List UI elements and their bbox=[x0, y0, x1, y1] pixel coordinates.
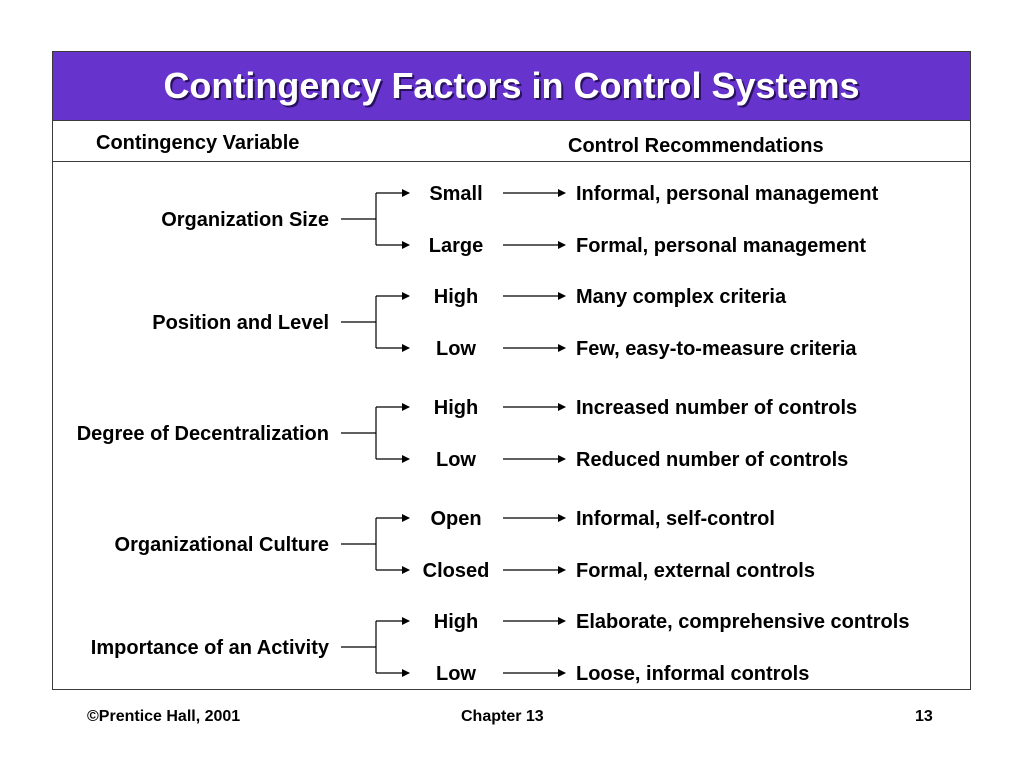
contingency-variable-label: Organizational Culture bbox=[115, 534, 329, 556]
control-recommendations-header: Control Recommendations bbox=[568, 135, 824, 157]
control-recommendation-label: Formal, personal management bbox=[576, 235, 866, 257]
title-bar: Contingency Factors in Control Systems bbox=[53, 52, 970, 121]
control-recommendation-label: Elaborate, comprehensive controls bbox=[576, 611, 909, 633]
level-label: High bbox=[434, 397, 478, 419]
slide-frame: Contingency Factors in Control Systems C… bbox=[52, 51, 971, 690]
level-label: Large bbox=[429, 235, 483, 257]
level-label: Closed bbox=[423, 560, 490, 582]
control-recommendation-label: Informal, personal management bbox=[576, 183, 879, 205]
footer-copyright: ©Prentice Hall, 2001 bbox=[87, 708, 241, 725]
level-label: High bbox=[434, 286, 478, 308]
slide-title: Contingency Factors in Control Systems bbox=[163, 65, 860, 106]
level-label: Open bbox=[430, 508, 481, 530]
control-recommendation-label: Formal, external controls bbox=[576, 560, 815, 582]
footer-page-number: 13 bbox=[915, 708, 933, 725]
contingency-variable-label: Importance of an Activity bbox=[91, 637, 330, 659]
contingency-variable-label: Organization Size bbox=[161, 209, 329, 231]
level-label: Low bbox=[436, 338, 476, 360]
control-recommendation-label: Few, easy-to-measure criteria bbox=[576, 338, 857, 360]
contingency-variable-label: Position and Level bbox=[152, 312, 329, 334]
level-label: Low bbox=[436, 663, 476, 685]
control-recommendation-label: Informal, self-control bbox=[576, 508, 775, 530]
contingency-variable-header: Contingency Variable bbox=[96, 132, 300, 154]
header-divider bbox=[53, 161, 970, 162]
contingency-variable-label: Degree of Decentralization bbox=[77, 423, 329, 445]
control-recommendation-label: Many complex criteria bbox=[576, 286, 787, 308]
footer-chapter: Chapter 13 bbox=[461, 708, 544, 725]
level-label: High bbox=[434, 611, 478, 633]
level-label: Low bbox=[436, 449, 476, 471]
control-recommendation-label: Reduced number of controls bbox=[576, 449, 848, 471]
level-label: Small bbox=[429, 183, 482, 205]
control-recommendation-label: Increased number of controls bbox=[576, 397, 857, 419]
control-recommendation-label: Loose, informal controls bbox=[576, 663, 809, 685]
